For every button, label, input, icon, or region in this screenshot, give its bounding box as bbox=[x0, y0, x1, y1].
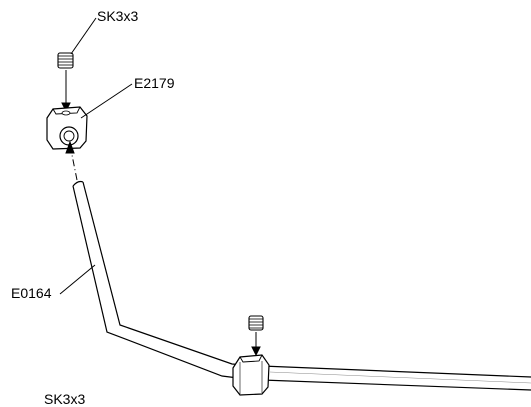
bottom-connector-block bbox=[232, 354, 270, 396]
rod-straight-mid bbox=[269, 371, 531, 384]
set-screw-bottom bbox=[248, 315, 264, 331]
leader-e2179 bbox=[80, 83, 133, 119]
label-set-screw-top: SK3x3 bbox=[97, 8, 139, 24]
rod-part bbox=[72, 180, 531, 391]
arrow-screw-to-bottom-block bbox=[251, 332, 261, 357]
rod-straight-top bbox=[261, 365, 531, 378]
label-end-cap: E2179 bbox=[134, 75, 175, 91]
label-set-screw-bottom: SK3x3 bbox=[44, 391, 86, 407]
leader-lines bbox=[59, 17, 133, 295]
arrow-screw-to-cap bbox=[61, 70, 71, 113]
leader-sk3x3 bbox=[70, 17, 97, 55]
rod-end-cap-top bbox=[72, 180, 84, 187]
label-rod: E0164 bbox=[11, 285, 52, 301]
leader-e0164 bbox=[59, 264, 96, 295]
rod-outline-left bbox=[72, 185, 239, 379]
rod-straight-bottom bbox=[261, 379, 531, 391]
end-cap-part bbox=[46, 106, 88, 150]
rod-outline-right bbox=[82, 181, 247, 366]
assembly-centerline bbox=[65, 140, 78, 181]
set-screw-top bbox=[57, 52, 74, 69]
